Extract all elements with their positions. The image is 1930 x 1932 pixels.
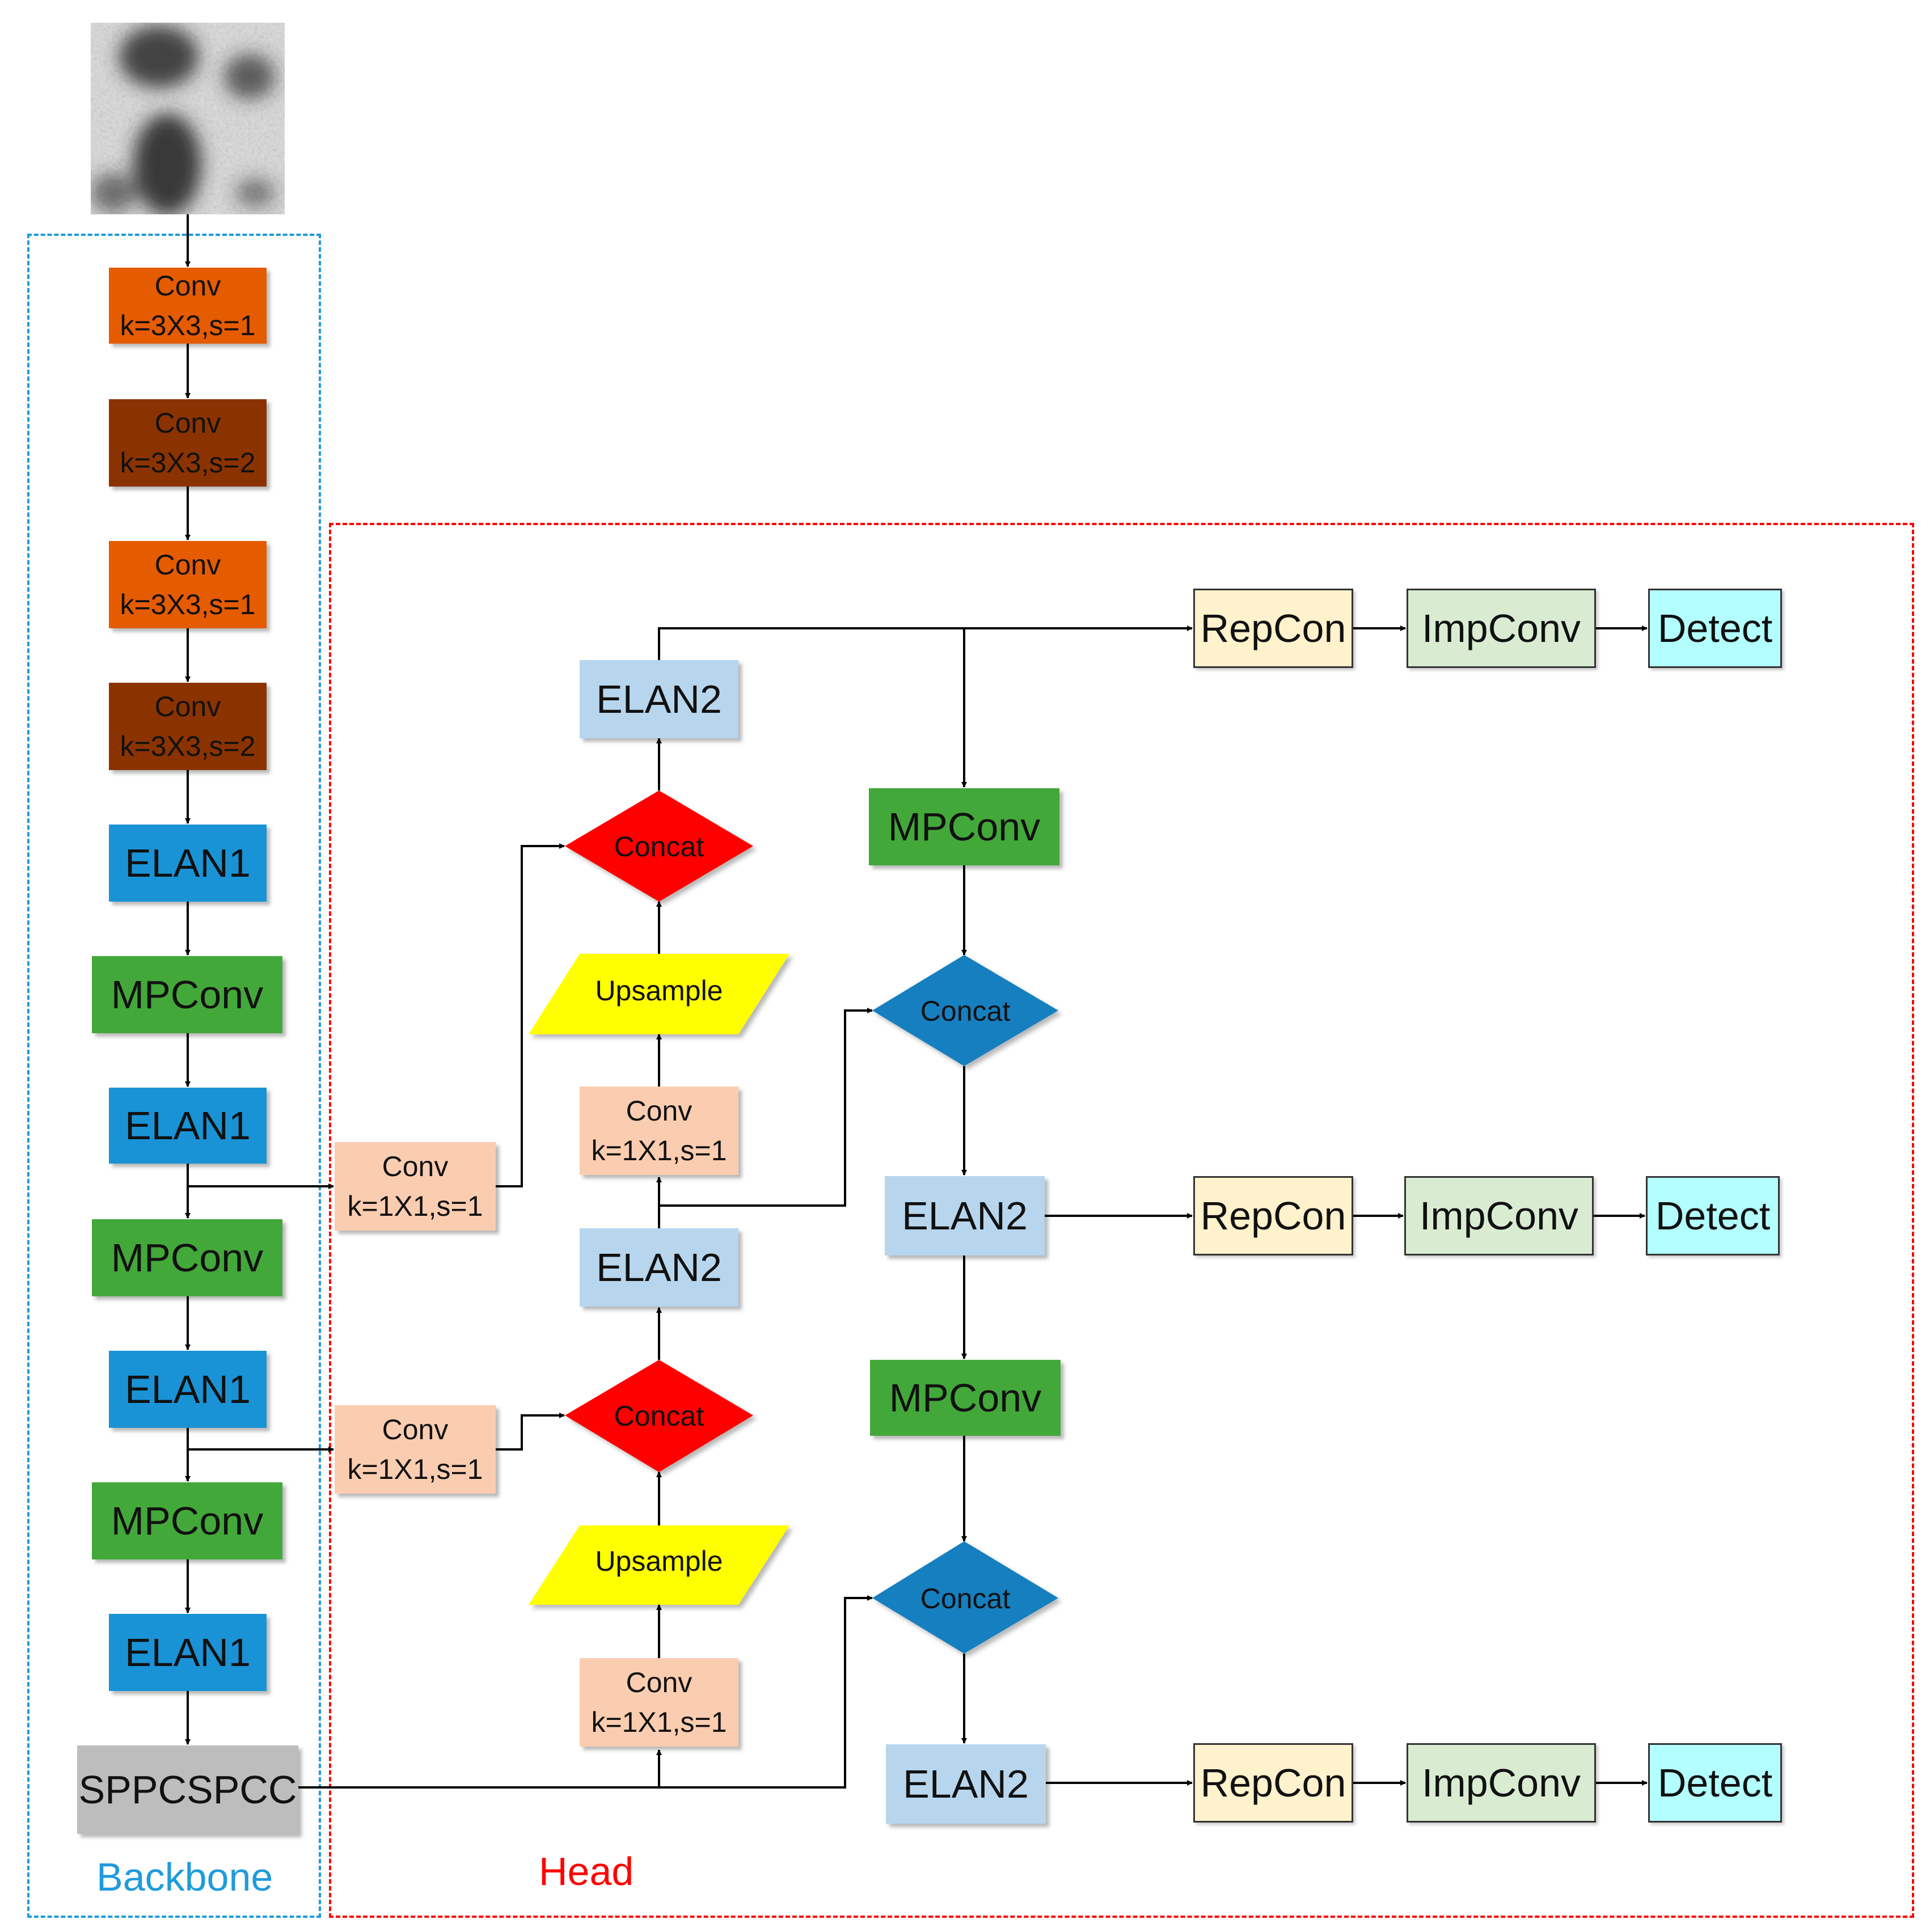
- concat-blue-shape-2: [872, 1541, 1058, 1654]
- edge-convlat1-concatred1: [496, 843, 565, 1187]
- upsample-1: Upsample: [595, 975, 723, 1007]
- head-mpconv-1: MPConv: [869, 788, 1059, 865]
- conv-params: k=1X1,s=1: [347, 1453, 483, 1485]
- concat-red-1: Concat: [614, 831, 704, 863]
- backbone-elan1-d: ELAN1: [109, 1614, 267, 1691]
- concat-red-shape-2: [565, 1360, 753, 1472]
- backbone-elan1-c: ELAN1: [109, 1351, 267, 1428]
- head-label: Head: [539, 1849, 634, 1893]
- head-elan2-mid: ELAN2: [885, 1176, 1045, 1255]
- backbone-group: [27, 234, 321, 1918]
- conv-label: Conv: [626, 1667, 692, 1698]
- impconv-1: ImpConv: [1407, 589, 1596, 668]
- detect-3: Detect: [1648, 1743, 1782, 1823]
- conv-label: Conv: [154, 549, 221, 581]
- head-conv-lateral-2: Conv k=1X1,s=1: [335, 1405, 496, 1494]
- repcon-2: RepCon: [1193, 1176, 1353, 1255]
- conv-label: Conv: [626, 1095, 692, 1127]
- head-elan2-mid-left: ELAN2: [580, 1228, 738, 1307]
- head-elan2-bottom: ELAN2: [886, 1744, 1046, 1824]
- edge-spp-concatblue2: [659, 1595, 873, 1789]
- conv-params: k=1X1,s=1: [591, 1135, 727, 1166]
- conv-label: Conv: [154, 270, 221, 302]
- conv-params: k=3X3,s=1: [120, 589, 256, 620]
- conv-label: Conv: [382, 1414, 449, 1445]
- upsample-shape-1: [529, 954, 789, 1034]
- concat-red-shape-1: [565, 790, 753, 902]
- impconv-3: ImpConv: [1407, 1743, 1596, 1823]
- edge-elan2top-repcon1: [658, 625, 1193, 660]
- head-conv-lateral-1: Conv k=1X1,s=1: [335, 1142, 496, 1231]
- backbone-elan1-a: ELAN1: [109, 825, 267, 902]
- detect-2: Detect: [1646, 1176, 1780, 1255]
- head-mpconv-2: MPConv: [870, 1360, 1061, 1436]
- repcon-1: RepCon: [1193, 589, 1353, 668]
- repcon-3: RepCon: [1193, 1743, 1353, 1823]
- edge-convlat2-concatred2: [496, 1413, 565, 1451]
- concat-blue-2: Concat: [920, 1583, 1011, 1614]
- detect-1: Detect: [1648, 589, 1782, 668]
- backbone-conv-3: Conv k=3X3,s=1: [109, 541, 267, 628]
- backbone-conv-4: Conv k=3X3,s=2: [109, 683, 267, 770]
- conv-label: Conv: [154, 407, 221, 439]
- backbone-mpconv-a: MPConv: [92, 956, 282, 1033]
- conv-params: k=3X3,s=2: [120, 447, 256, 479]
- backbone-elan1-b: ELAN1: [109, 1088, 267, 1164]
- conv-params: k=1X1,s=1: [591, 1706, 727, 1738]
- conv-label: Conv: [154, 691, 221, 722]
- input-image: [91, 23, 285, 214]
- conv-params: k=1X1,s=1: [347, 1190, 483, 1222]
- head-elan2-top: ELAN2: [580, 660, 738, 738]
- conv-params: k=3X3,s=2: [120, 730, 256, 762]
- backbone-mpconv-c: MPConv: [92, 1482, 282, 1559]
- edge-elan2midleft-concatblue1: [659, 1008, 873, 1207]
- upsample-2: Upsample: [595, 1545, 723, 1577]
- backbone-sppcspcc: SPPCSPCC: [77, 1745, 298, 1834]
- conv-label: Conv: [382, 1151, 449, 1182]
- concat-blue-1: Concat: [920, 995, 1011, 1027]
- head-conv-up-2: Conv k=1X1,s=1: [580, 1658, 738, 1747]
- concat-red-2: Concat: [614, 1400, 704, 1432]
- head-conv-up-1: Conv k=1X1,s=1: [580, 1087, 738, 1175]
- backbone-label: Backbone: [96, 1855, 273, 1899]
- backbone-conv-1: Conv k=3X3,s=1: [109, 268, 267, 344]
- head-group: [329, 523, 1914, 1918]
- backbone-conv-2: Conv k=3X3,s=2: [109, 399, 267, 487]
- upsample-shape-2: [529, 1525, 789, 1605]
- conv-params: k=3X3,s=1: [120, 310, 256, 341]
- concat-blue-shape-1: [872, 955, 1058, 1066]
- backbone-mpconv-b: MPConv: [92, 1219, 282, 1296]
- impconv-2: ImpConv: [1404, 1176, 1594, 1255]
